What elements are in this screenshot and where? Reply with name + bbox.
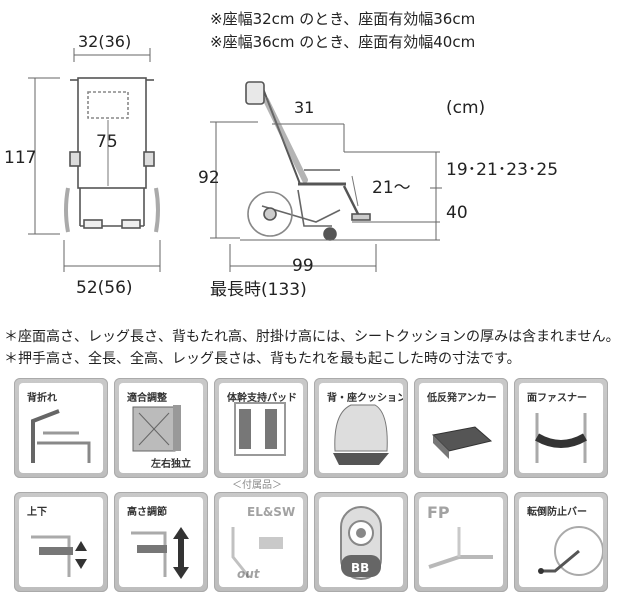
bb-brake-icon xyxy=(340,506,382,580)
note-cushion: ＊座面高さ、レッグ長さ、背もたれ高、肘掛け高には、シートクッションの厚みは含まれ… xyxy=(4,329,620,345)
feature-label: 体幹支持パッド xyxy=(227,393,297,404)
feature-label: 背・座クッション xyxy=(327,393,403,404)
footplate-icon xyxy=(428,527,493,569)
dim-total-length: 99 xyxy=(292,256,314,276)
feature-label: 低反発アンカー xyxy=(427,393,497,404)
dim-max-length: 最長時(133) xyxy=(210,280,307,300)
feature-label: 上下 xyxy=(27,507,47,518)
feature-label: 背折れ xyxy=(27,393,57,404)
feature-height-adjust: 高さ調節 xyxy=(114,492,208,592)
feature-sublabel: 左右独立 xyxy=(151,459,191,470)
armrest-up-down-icon xyxy=(31,535,87,577)
feature-bb: BB xyxy=(314,492,408,592)
adjustable-back-icon xyxy=(132,405,181,452)
feature-low-rebound-anchor: 低反発アンカー xyxy=(414,378,508,478)
back-seat-cushion-icon xyxy=(333,404,389,465)
side-view-wheelchair xyxy=(210,81,442,272)
note-seat-width-32: ※座幅32cm のとき、座面有効幅36cm xyxy=(210,10,476,28)
dim-base-width: 52(56) xyxy=(76,278,133,298)
feature-label: 高さ調節 xyxy=(127,507,167,518)
dim-seat-heights: 19･21･23･25 xyxy=(446,160,559,180)
feature-footplate: FP xyxy=(414,492,508,592)
hook-loop-fastener-icon xyxy=(534,413,588,463)
dim-side-height: 92 xyxy=(198,168,220,188)
feature-hook-loop-fastener: 面ファスナー xyxy=(514,378,608,478)
feature-label: 転倒防止バー xyxy=(527,507,587,518)
feature-anti-tip-bar: 転倒防止バー xyxy=(514,492,608,592)
dim-depth: 31 xyxy=(294,98,315,117)
note-measurement: ＊押手高さ、全長、全高、レッグ長さは、背もたれを最も起こした時の寸法です。 xyxy=(4,351,521,367)
folding-back-icon xyxy=(31,409,91,463)
low-rebound-anchor-icon xyxy=(431,426,493,459)
dimension-diagram xyxy=(28,48,442,272)
feature-label: FP xyxy=(427,503,450,522)
feature-trunk-support-pad: 体幹支持パッド xyxy=(214,378,308,478)
front-view-wheelchair xyxy=(28,48,161,272)
dim-unit: (cm) xyxy=(446,98,486,118)
feature-adjustable-back: 適合調整 左右独立 xyxy=(114,378,208,478)
feature-back-seat-cushion: 背・座クッション xyxy=(314,378,408,478)
feature-label: 適合調整 xyxy=(127,393,167,404)
dim-armrest-height: 40 xyxy=(446,203,468,223)
anti-tip-bar-icon xyxy=(538,526,603,576)
feature-elevating-swing-out: EL&SW out xyxy=(214,492,308,592)
accessory-label: ＜付属品＞ xyxy=(232,480,282,491)
height-adjust-icon xyxy=(131,527,189,579)
feature-label: EL&SW xyxy=(247,505,296,519)
trunk-support-pad-icon xyxy=(234,402,286,456)
feature-label: 面ファスナー xyxy=(527,393,587,404)
feature-folding-back: 背折れ xyxy=(14,378,108,478)
feature-label: BB xyxy=(351,561,370,575)
dim-seat-width: 32(36) xyxy=(78,32,132,51)
dim-leg-length: 21～ xyxy=(372,178,411,198)
feature-sublabel: out xyxy=(237,567,260,581)
dim-total-height: 117 xyxy=(4,148,37,168)
elevating-swing-out-icon xyxy=(231,527,283,578)
feature-armrest-up-down: 上下 xyxy=(14,492,108,592)
note-seat-width-36: ※座幅36cm のとき、座面有効幅40cm xyxy=(210,33,476,51)
dim-back-height: 75 xyxy=(96,132,118,152)
